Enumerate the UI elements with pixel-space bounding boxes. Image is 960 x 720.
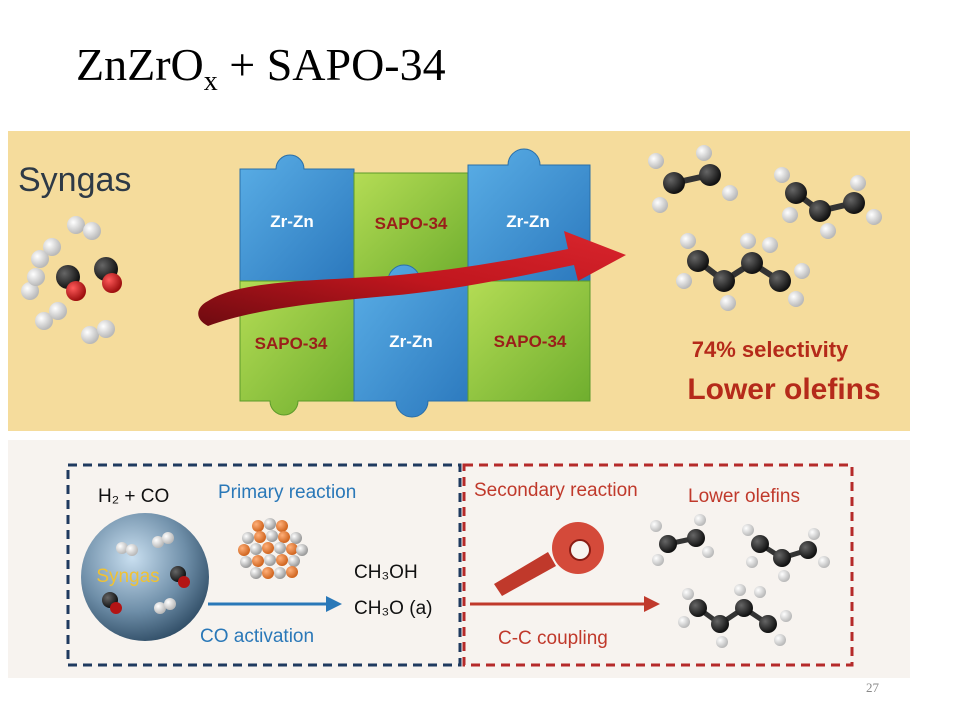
syngas-sphere-icon xyxy=(81,513,209,641)
lower-olefins-text: Lower olefins xyxy=(687,373,880,406)
olefin-molecules-icon xyxy=(648,145,882,311)
sphere-label: Syngas xyxy=(96,566,159,587)
piece-label-zr-zn-2: Zr-Zn xyxy=(506,212,549,231)
ribbon-tape-icon xyxy=(494,522,604,596)
cc-coupling-label: C-C coupling xyxy=(498,628,608,649)
page-number: 27 xyxy=(866,680,879,695)
puzzle-grid xyxy=(239,148,591,418)
secondary-reaction-box xyxy=(462,463,854,667)
lower-olefins-label: Lower olefins xyxy=(688,486,800,507)
intermediate-methoxy: CH₃O (a) xyxy=(354,598,432,619)
co-activation-label: CO activation xyxy=(200,626,314,647)
secondary-reaction-label: Secondary reaction xyxy=(474,480,638,501)
catalyst-particle-icon xyxy=(238,518,308,579)
piece-label-sapo-2: SAPO-34 xyxy=(255,334,328,353)
reaction-scheme: H₂ + CO Syngas Primary reaction CH₃OH CH… xyxy=(8,440,910,678)
slide-title: ZnZrOx + SAPO-34 xyxy=(76,39,446,97)
piece-label-zr-zn-3: Zr-Zn xyxy=(389,332,432,351)
piece-label-zr-zn-1: Zr-Zn xyxy=(270,212,313,231)
piece-label-sapo-3: SAPO-34 xyxy=(494,332,567,351)
primary-reaction-label: Primary reaction xyxy=(218,482,356,503)
curved-arrow-icon xyxy=(198,231,626,326)
syngas-label: Syngas xyxy=(18,161,131,199)
cc-coupling-arrow-icon xyxy=(470,596,660,612)
syngas-molecules-icon xyxy=(21,216,122,344)
reactant-label: H₂ + CO xyxy=(98,486,169,507)
selectivity-text: 74% selectivity xyxy=(692,337,849,362)
bottom-olefins-icon xyxy=(650,514,830,648)
co-activation-arrow-icon xyxy=(208,596,342,612)
puzzle-illustration: Syngas Zr-Zn SAPO-34 Zr-Zn SAPO-34 Zr-Zn… xyxy=(8,131,910,431)
primary-reaction-box xyxy=(66,463,462,667)
piece-label-sapo-1: SAPO-34 xyxy=(375,214,448,233)
intermediate-methanol: CH₃OH xyxy=(354,562,418,583)
